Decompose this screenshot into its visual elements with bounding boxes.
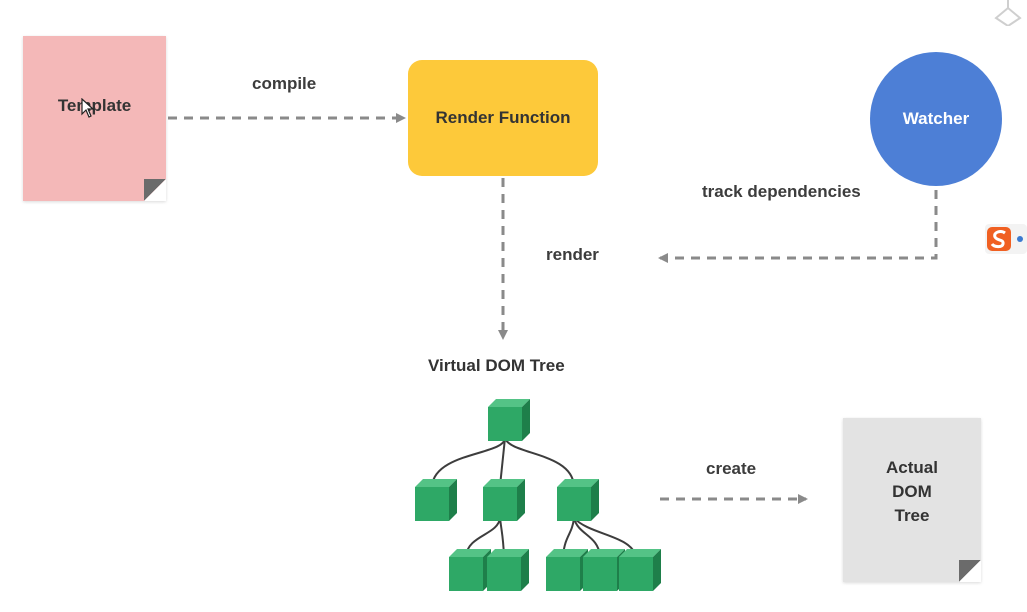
watcher-label: Watcher [902, 109, 970, 128]
tree-node [583, 549, 625, 591]
tree-node [449, 549, 491, 591]
tree-edge [431, 437, 506, 487]
mouse-pointer-icon [81, 98, 95, 118]
actual-dom-tree-label: Actual DOM Tree [843, 456, 981, 528]
tree-node [557, 479, 599, 521]
tree-root-node [488, 399, 530, 441]
actual-dom-tree-node: Actual DOM Tree [843, 418, 981, 582]
tree-node [483, 479, 525, 521]
track-dependencies-arrow [658, 190, 938, 263]
render-function-node: Render Function [408, 60, 598, 176]
actual-dom-line-3: Tree [894, 506, 930, 525]
tree-node [487, 549, 529, 591]
tree-node [415, 479, 457, 521]
track-dependencies-label: track dependencies [702, 182, 861, 201]
tree-node [546, 549, 588, 591]
tree-node [619, 549, 661, 591]
actual-dom-line-2: DOM [892, 482, 932, 501]
create-label: create [706, 459, 757, 478]
virtual-dom-tree-title: Virtual DOM Tree [428, 356, 565, 375]
template-label: Template [57, 96, 132, 115]
tree-edge [499, 437, 506, 487]
compile-label: compile [252, 74, 317, 93]
tree-edge [504, 437, 575, 487]
template-node: Template [23, 36, 166, 201]
render-function-label: Render Function [435, 108, 571, 127]
sogou-ime-icon[interactable] [985, 224, 1027, 254]
actual-dom-line-1: Actual [886, 458, 938, 477]
corner-logo-icon [994, 0, 1022, 26]
watcher-node: Watcher [870, 52, 1002, 186]
render-label: render [546, 245, 599, 264]
